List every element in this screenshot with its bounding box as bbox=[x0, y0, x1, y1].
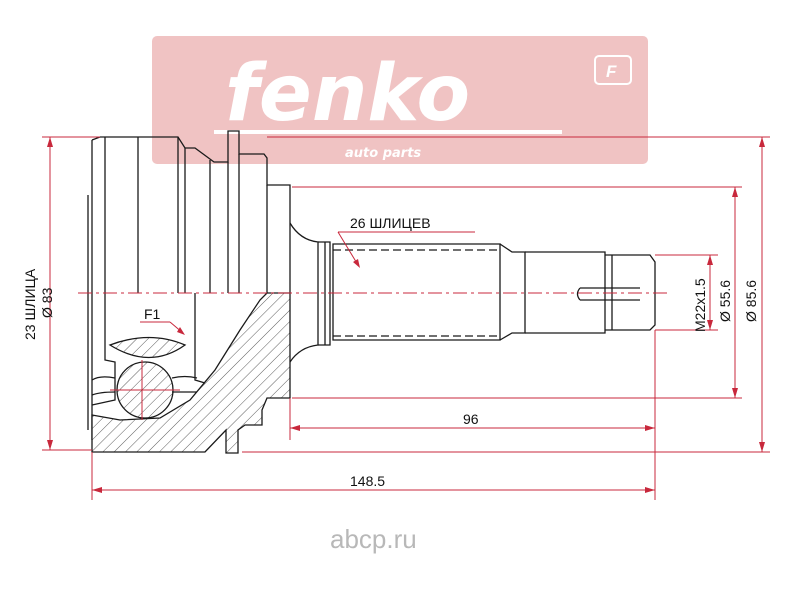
watermark-abcp: abcp.ru bbox=[330, 524, 417, 554]
svg-text:auto parts: auto parts bbox=[345, 146, 421, 161]
label-length-total: 148.5 bbox=[350, 473, 385, 489]
label-fillet: F1 bbox=[144, 306, 161, 322]
svg-text:F: F bbox=[606, 62, 617, 81]
label-diameter-mid: Ø 55.6 bbox=[717, 280, 733, 322]
label-left-diameter: Ø 83 bbox=[39, 287, 55, 318]
label-left-splines: 23 ШЛИЦА bbox=[22, 268, 38, 340]
label-shaft-splines: 26 ШЛИЦЕВ bbox=[350, 215, 431, 231]
label-length-shaft: 96 bbox=[463, 411, 479, 427]
outer-housing bbox=[87, 130, 291, 454]
label-thread: M22x1.5 bbox=[692, 278, 708, 332]
dimension-lines bbox=[42, 136, 770, 500]
label-diameter-outer: Ø 85.6 bbox=[743, 280, 759, 322]
fenko-logo: fenko auto parts F bbox=[152, 36, 648, 164]
svg-text:fenko: fenko bbox=[225, 49, 470, 139]
